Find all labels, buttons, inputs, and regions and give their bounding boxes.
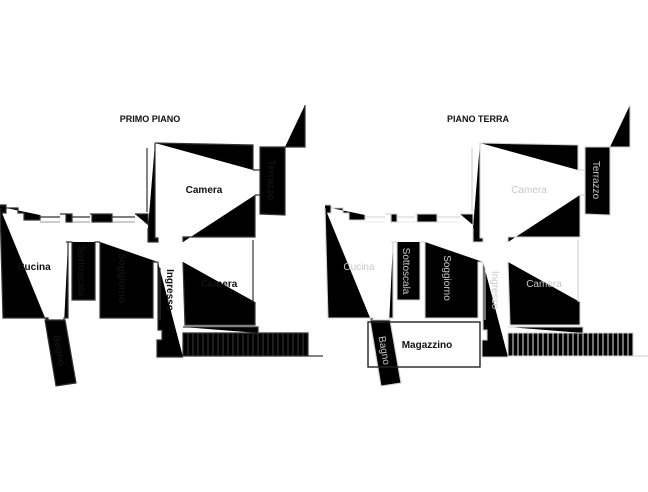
room-label-camera: Camera xyxy=(186,185,223,196)
room-label-ingresso: Ingresso xyxy=(489,271,500,310)
room-label-ingresso: Ingresso xyxy=(164,269,175,311)
room-label-bagno: Bagno xyxy=(50,334,66,367)
room-label-bagno: Bagno xyxy=(376,335,392,366)
room-label-sottoscala: Sottoscala xyxy=(75,246,86,297)
room-label-camera: Camera xyxy=(201,279,238,290)
room-label-terrazzo: Terrazzo xyxy=(265,160,276,200)
floor-title: PIANO TERRA xyxy=(447,114,510,124)
room-label-camera: Camera xyxy=(511,185,547,196)
room-label-camera: Camera xyxy=(526,279,562,290)
floor-plan-primo-piano xyxy=(0,104,324,387)
floor-plan-piano-terra xyxy=(324,104,648,387)
room-label-terrazzo: Terrazzo xyxy=(590,161,601,200)
room-label-sottoscala: Sottoscala xyxy=(400,248,411,295)
floor-title: PRIMO PIANO xyxy=(120,114,181,124)
room-label-soggiorno: Soggiorno xyxy=(441,255,452,301)
room-label-cucina: Cucina xyxy=(17,262,51,273)
room-label-cucina: Cucina xyxy=(343,262,375,273)
room-label-magazzino: Magazzino xyxy=(402,340,453,351)
magazzino-highlight xyxy=(367,321,481,368)
room-label-soggiorno: Soggiorno xyxy=(116,253,127,303)
